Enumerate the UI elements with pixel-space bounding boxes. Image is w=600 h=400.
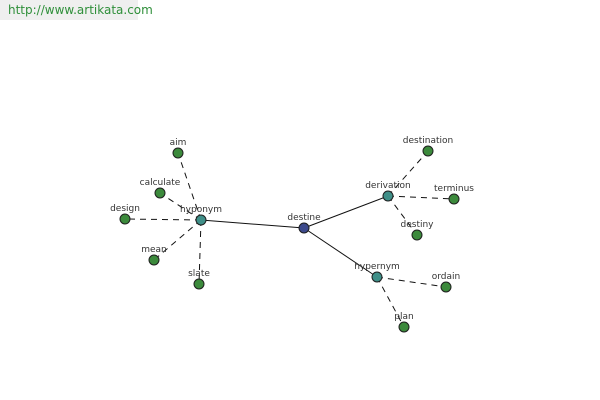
edge-hyponym-calculate	[159, 192, 202, 221]
node-mean[interactable]	[148, 254, 160, 266]
node-derivation[interactable]	[382, 190, 394, 202]
edge-derivation-terminus	[387, 195, 455, 200]
node-plan[interactable]	[398, 321, 410, 333]
label-destination: destination	[403, 136, 453, 146]
label-mean: mean	[141, 245, 167, 255]
edge-hypernym-plan	[376, 276, 405, 328]
graph-nodes	[119, 145, 460, 333]
label-slate: slate	[188, 269, 210, 279]
node-destination[interactable]	[422, 145, 434, 157]
node-hyponym[interactable]	[195, 214, 207, 226]
label-plan: plan	[394, 312, 413, 322]
label-derivation: derivation	[365, 181, 411, 191]
edge-hypernym-ordain	[376, 276, 447, 288]
node-design[interactable]	[119, 213, 131, 225]
edge-hyponym-aim	[177, 152, 202, 221]
label-calculate: calculate	[140, 178, 181, 188]
edge-derivation-destiny	[387, 195, 418, 236]
node-calculate[interactable]	[154, 187, 166, 199]
label-design: design	[110, 204, 140, 214]
edge-hyponym-design	[124, 218, 202, 221]
graph-edges	[124, 150, 455, 328]
label-hypernym: hypernym	[354, 262, 400, 272]
node-ordain[interactable]	[440, 281, 452, 293]
node-destiny[interactable]	[411, 229, 423, 241]
node-slate[interactable]	[193, 278, 205, 290]
edge-destine-hyponym	[200, 219, 305, 229]
label-terminus: terminus	[434, 184, 474, 194]
edge-destine-hypernym	[303, 227, 378, 278]
label-destine: destine	[287, 213, 321, 223]
node-terminus[interactable]	[448, 193, 460, 205]
label-hyponym: hyponym	[180, 205, 222, 215]
node-aim[interactable]	[172, 147, 184, 159]
label-ordain: ordain	[432, 272, 460, 282]
graph-labels: destine hyponym aim calculate design mean slat…	[110, 136, 474, 322]
node-destine[interactable]	[298, 222, 310, 234]
source-link[interactable]: http://www.artikata.com	[8, 3, 153, 17]
source-banner: http://www.artikata.com	[0, 0, 153, 20]
label-destiny: destiny	[401, 220, 435, 230]
node-hypernym[interactable]	[371, 271, 383, 283]
edge-destine-derivation	[303, 195, 389, 229]
label-aim: aim	[170, 138, 187, 148]
